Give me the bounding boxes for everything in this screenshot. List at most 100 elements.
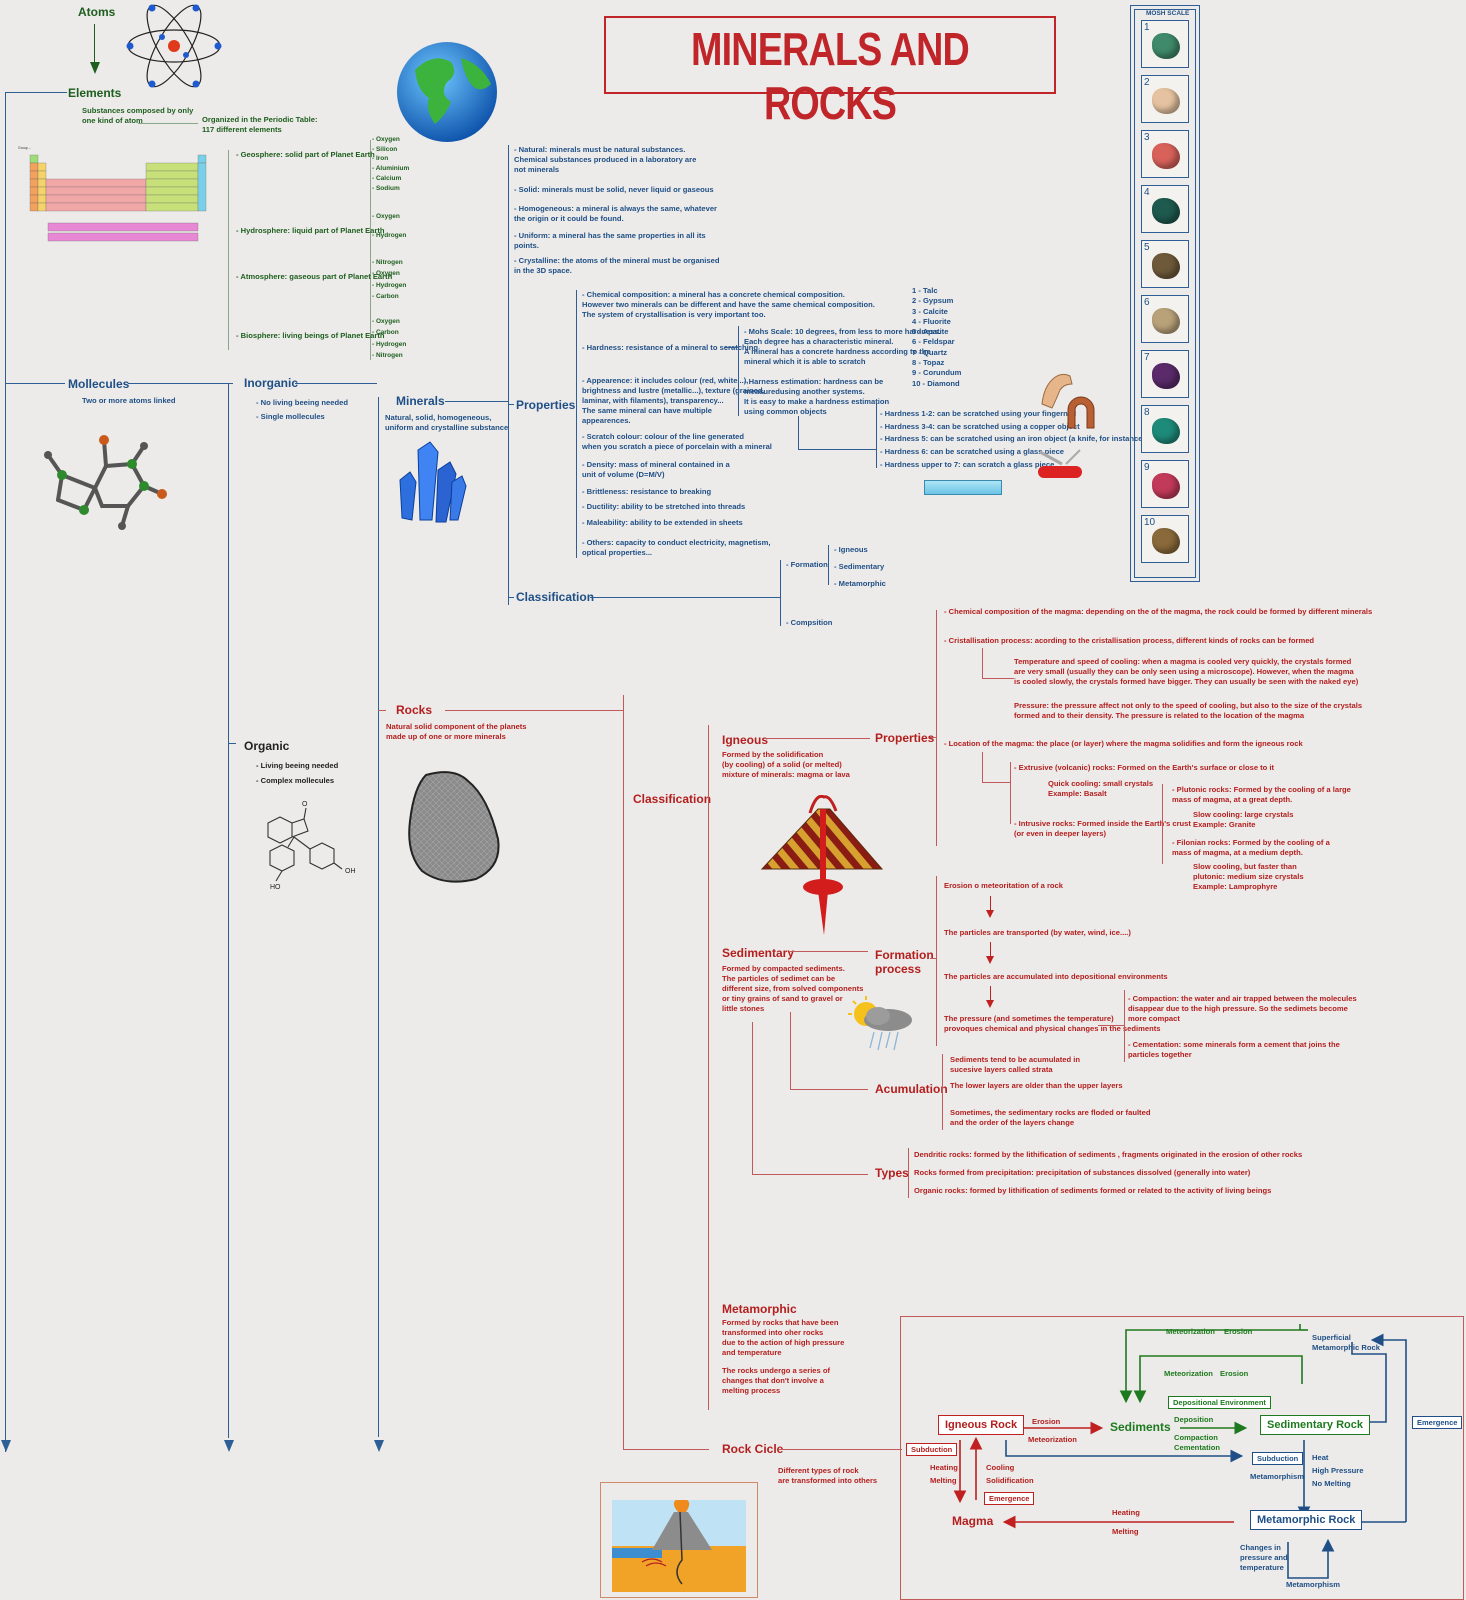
mineral-prop-density: - Density: mass of mineral contained in … <box>582 460 730 479</box>
sphere-geo: - Geosphere: solid part of Planet Earth <box>236 150 375 159</box>
organic-o-label: O <box>302 801 308 808</box>
mohs-number: 1 <box>1144 22 1150 33</box>
mohs-scale-desc: - Mohs Scale: 10 degrees, from less to m… <box>744 327 941 366</box>
rock-cycle-arrows <box>953 1324 1407 1579</box>
mohs-number: 10 <box>1144 517 1156 528</box>
mineral-prop-brittleness: - Brittleness: resistance to breaking <box>582 487 712 496</box>
weather-cloud-icon <box>848 996 912 1051</box>
igneous-intrusive: - Intrusive rocks: Formed inside the Ear… <box>1014 819 1191 838</box>
mohs-mineral-2: 2 <box>1141 75 1189 123</box>
mohs-scale-panel <box>1130 5 1200 582</box>
rocks-desc: Natural solid component of the planets m… <box>386 722 527 741</box>
igneous-filonian: - Filonian rocks: Formed by the cooling … <box>1172 838 1330 857</box>
glass-piece-icon <box>924 480 1002 495</box>
cycle-metamorphic-rock: Metamorphic Rock <box>1250 1510 1363 1530</box>
mohs-number: 2 <box>1144 77 1150 88</box>
sedimentary-compaction: - Compaction: the water and air trapped … <box>1128 994 1357 1023</box>
cycle-meteorization-1: Meteorization <box>1166 1327 1215 1336</box>
cycle-depositional-environment: Depositional Environment <box>1168 1396 1271 1409</box>
cycle-meteorization-3: Meteorization <box>1028 1435 1077 1444</box>
hardness-tests: - Hardness 1-2: can be scratched using y… <box>880 409 1146 469</box>
cycle-emergence-1: Emergence <box>1412 1416 1463 1429</box>
sedimentary-desc: Formed by compacted sediments. The parti… <box>722 964 864 1013</box>
acumulation-label: Acumulation <box>875 1082 948 1096</box>
mohs-mineral-5: 5 <box>1141 240 1189 288</box>
svg-text:Group→: Group→ <box>18 146 31 150</box>
organic-ho-label: HO <box>270 884 281 891</box>
rocks-label: Rocks <box>396 703 433 717</box>
cycle-deposition: Deposition <box>1174 1415 1214 1424</box>
cycle-sediments: Sediments <box>1110 1420 1171 1434</box>
rock-icon <box>408 771 500 883</box>
mohs-number: 4 <box>1144 187 1150 198</box>
trunk-arrow-1 <box>1 1440 11 1452</box>
cycle-melting-2: Melting <box>1112 1527 1139 1536</box>
igneous-p2: - Cristallisation process: acording to t… <box>944 636 1315 645</box>
sedimentary-f3: The particles are accumulated into depos… <box>944 972 1168 981</box>
igneous-slow2: Slow cooling, but faster than plutonic: … <box>1193 862 1304 891</box>
mohs-mineral-7: 7 <box>1141 350 1189 398</box>
igneous-quick: Quick cooling: small crystals Example: B… <box>1048 779 1154 798</box>
mineral-composition: - Compsition <box>786 618 833 627</box>
mineral-sample-image <box>1152 473 1180 499</box>
atom-icon <box>126 4 222 88</box>
inorganic-items: - No living beeing needed - Single molle… <box>256 398 348 421</box>
cycle-superficial: Superficial Metamorphic Rock <box>1312 1333 1380 1352</box>
sedimentary-f4: The pressure (and sometimes the temperat… <box>944 1014 1161 1033</box>
mohs-mineral-10: 10 <box>1141 515 1189 563</box>
igneous-extrusive: - Extrusive (volcanic) rocks: Formed on … <box>1014 763 1275 772</box>
types-label: Types <box>875 1166 909 1180</box>
minerals-desc: Natural, solid, homogeneous, uniform and… <box>385 413 509 432</box>
mohs-number: 7 <box>1144 352 1150 363</box>
earth-globe-icon <box>397 42 497 142</box>
rocks-classification-label: Classification <box>633 792 712 806</box>
cycle-metamorphism-2: Metamorphism <box>1286 1580 1341 1589</box>
elements-trunk <box>5 92 6 1452</box>
sphere-bio-items: - Oxygen - Carbon - Hydrogen - Nitrogen <box>372 318 407 360</box>
mineral-sample-image <box>1152 33 1180 59</box>
mohs-number: 6 <box>1144 297 1150 308</box>
sedimentary-f1: Erosion o meteoritation of a rock <box>944 881 1063 890</box>
mineral-formation: - Formation <box>786 560 828 569</box>
cycle-subduction-1: Subduction <box>906 1443 958 1456</box>
atoms-label: Atoms <box>78 5 116 19</box>
types-t3: Organic rocks: formed by lithification o… <box>914 1186 1272 1195</box>
mineral-sample-image <box>1152 198 1180 224</box>
metamorphic-desc: Formed by rocks that have been transform… <box>722 1318 845 1357</box>
igneous-desc: Formed by the solidification (by cooling… <box>722 750 850 779</box>
mohs-number: 3 <box>1144 132 1150 143</box>
molecules-label: Mollecules <box>68 377 130 391</box>
sedimentary-f2: The particles are transported (by water,… <box>944 928 1131 937</box>
organic-oh-label: OH <box>345 868 356 875</box>
acumulation-a3: Sometimes, the sedimentary rocks are flo… <box>950 1108 1151 1127</box>
organic-label: Organic <box>244 739 290 753</box>
cycle-compaction: Compaction Cementation <box>1174 1433 1220 1452</box>
mineral-def-natural: - Natural: minerals must be natural subs… <box>514 145 697 174</box>
minerals-trunk <box>378 397 379 1437</box>
mineral-sample-image <box>1152 308 1180 334</box>
hardness-estimation: - Harness estimation: hardness can be me… <box>744 377 890 416</box>
mineral-prop-ductility: - Ductility: ability to be stretched int… <box>582 502 746 511</box>
cycle-changes: Changes in pressure and temperature <box>1240 1543 1288 1572</box>
mohs-mineral-4: 4 <box>1141 185 1189 233</box>
sphere-atmo: - Atmosphere: gaseous part of Planet Ear… <box>236 272 393 281</box>
mineral-formation-types: - Igneous - Sedimentary - Metamorphic <box>834 545 886 588</box>
cycle-heating-melting: Heating Melting <box>930 1463 958 1485</box>
mineral-sample-image <box>1152 143 1180 169</box>
mineral-def-solid: - Solid: minerals must be solid, never l… <box>514 185 714 194</box>
sphere-hydro: - Hydrosphere: liquid part of Planet Ear… <box>236 226 385 235</box>
sphere-hydro-items: - Oxygen - Hydrogen <box>372 213 407 240</box>
elements-label: Elements <box>68 86 122 100</box>
mineral-prop-hardness: - Hardness: resistance of a mineral to s… <box>582 343 758 352</box>
mineral-sample-image <box>1152 528 1180 554</box>
cycle-meteorization-2: Meteorization <box>1164 1369 1213 1378</box>
acumulation-a2: The lower layers are older than the uppe… <box>950 1081 1123 1090</box>
knife-icon <box>1038 449 1082 478</box>
volcano-icon <box>760 795 884 935</box>
mineral-prop-chemical: - Chemical composition: a mineral has a … <box>582 290 875 319</box>
rock-cycle-label: Rock Cicle <box>722 1442 784 1456</box>
sedimentary-cementation: - Cementation: some minerals form a ceme… <box>1128 1040 1340 1059</box>
title-box <box>604 16 1056 94</box>
mohs-number: 5 <box>1144 242 1150 253</box>
igneous-label: Igneous <box>722 733 769 747</box>
